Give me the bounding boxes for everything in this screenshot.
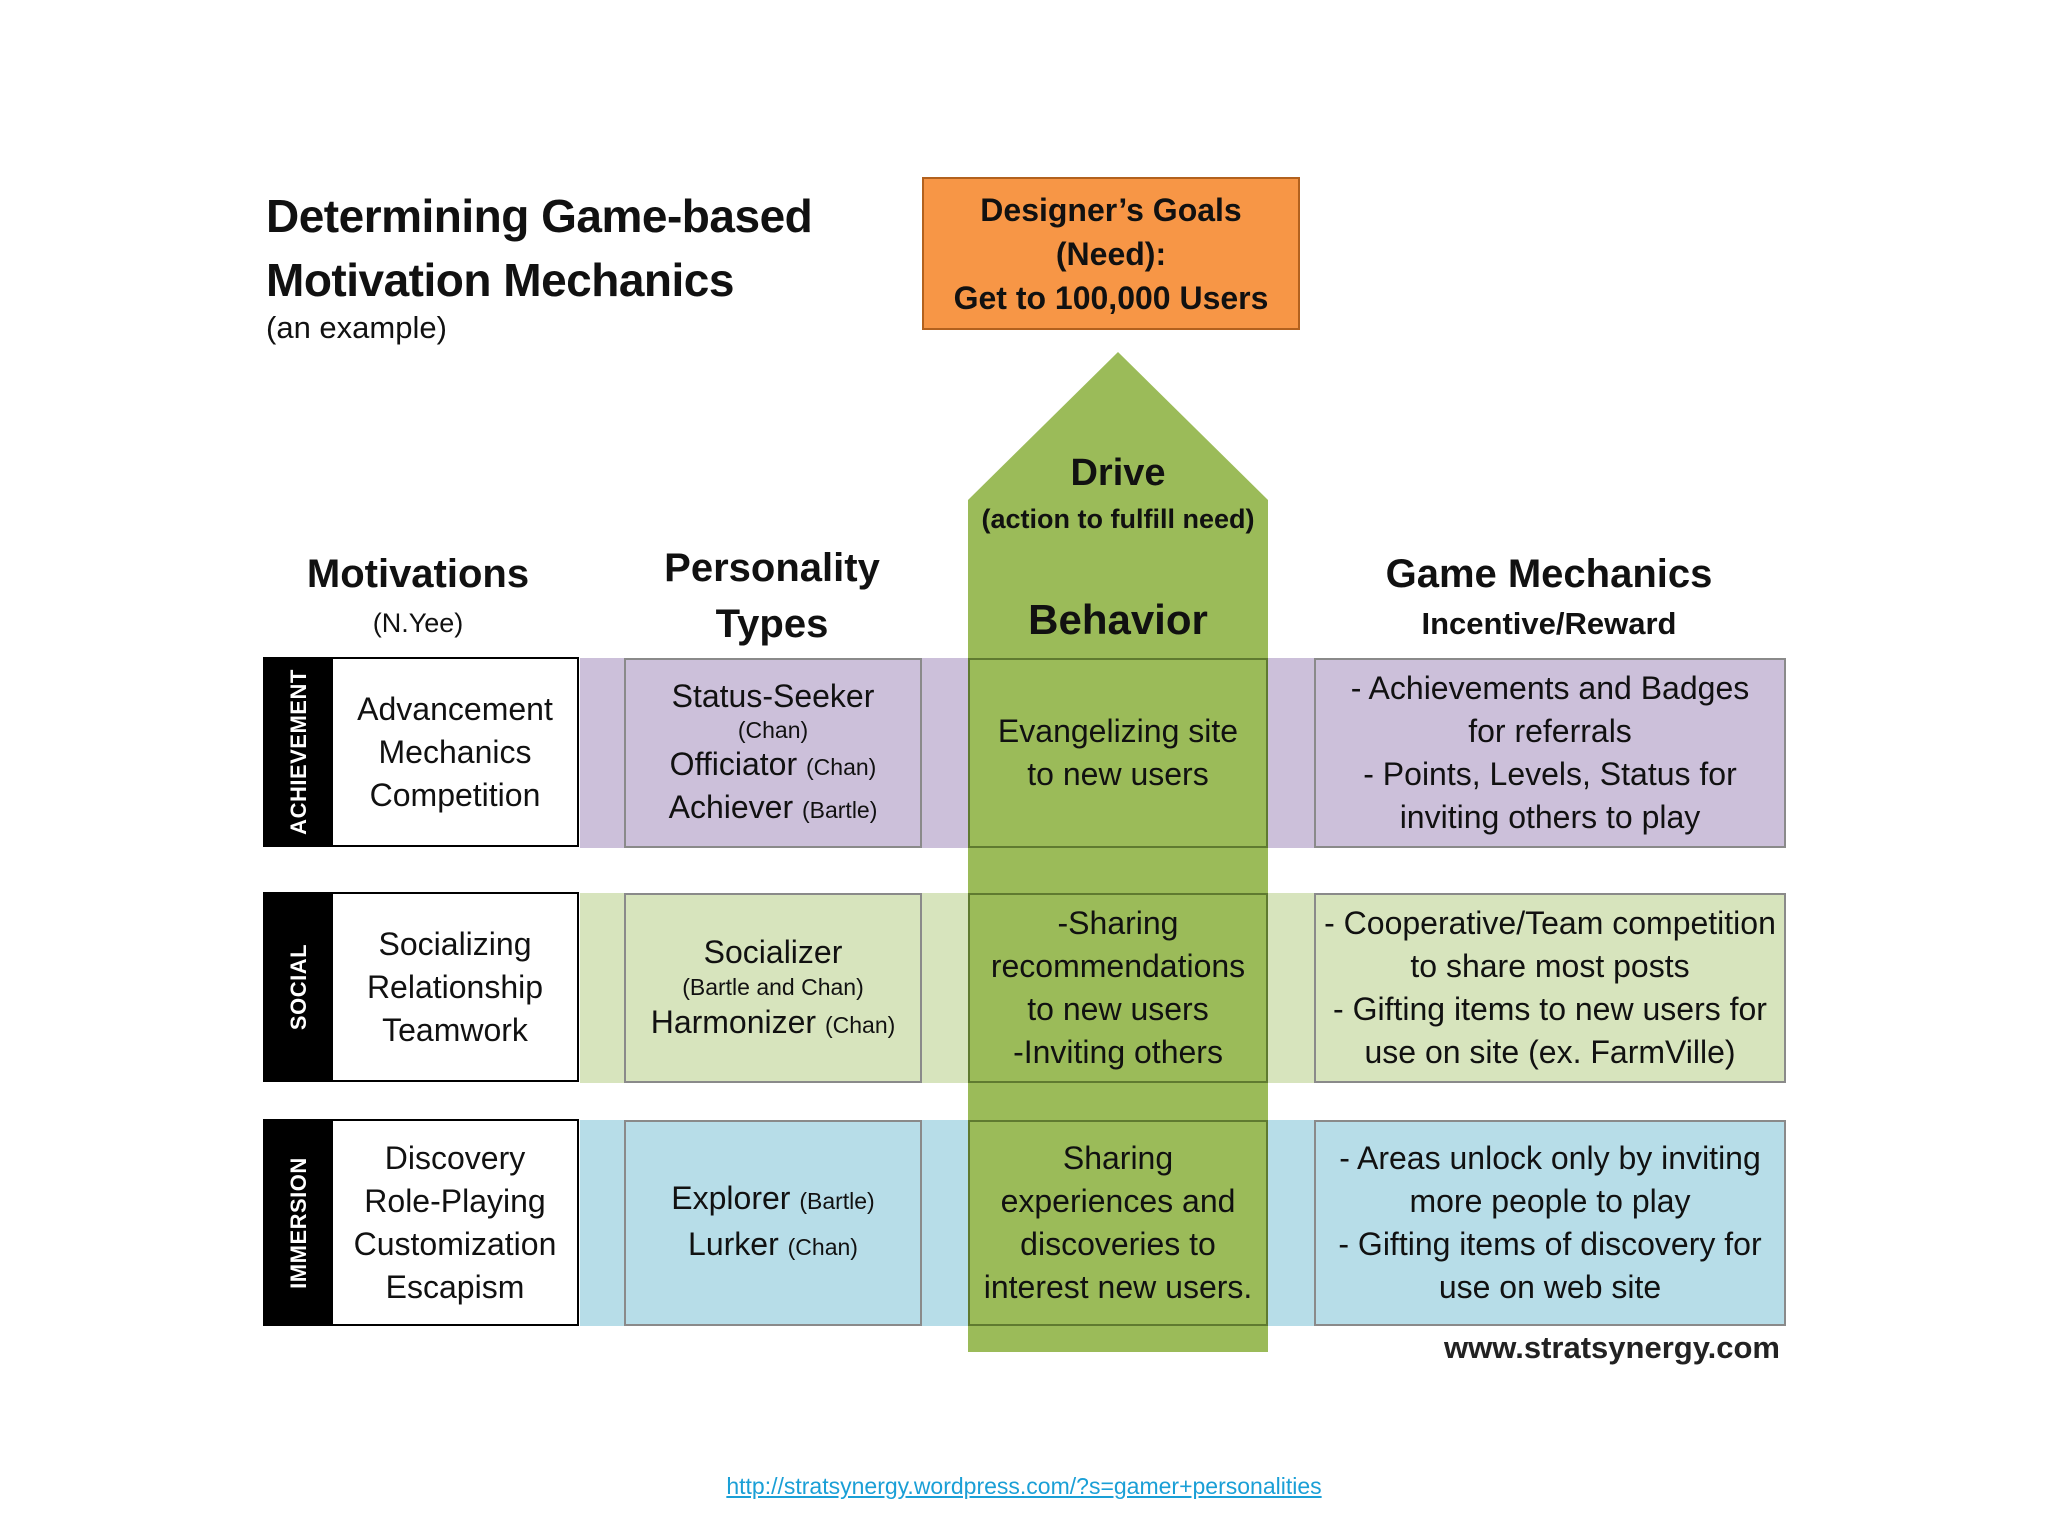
drive-arrow [968, 352, 1268, 1352]
goal-line-1: Designer’s Goals [980, 191, 1242, 228]
motivation-item: Competition [369, 776, 541, 813]
behavior-line: to new users [1027, 756, 1209, 792]
motivation-item: Role-Playing [364, 1182, 546, 1219]
category-label: IMMERSION [286, 1156, 311, 1289]
behavior-line: Evangelizing site [997, 713, 1239, 749]
personality-source: (Chan) [806, 754, 877, 780]
header-game-mechanics: Game Mechanics [1385, 552, 1713, 596]
motivation-item: Relationship [366, 968, 544, 1005]
mechanic-line: use on site (ex. FarmVille) [1364, 1034, 1736, 1070]
personality-type: Status-Seeker [671, 678, 875, 714]
personality-type: Explorer [671, 1180, 791, 1216]
personality-type: Lurker [688, 1226, 779, 1262]
mechanic-line: use on web site [1438, 1269, 1662, 1305]
mechanic-line: - Points, Levels, Status for [1363, 756, 1737, 792]
category-social: SOCIAL [263, 892, 335, 1082]
behavior-cell: -Sharing recommendations to new users -I… [968, 893, 1268, 1083]
diagram-title: Determining Game-based Motivation Mechan… [266, 184, 813, 312]
category-achievement: ACHIEVEMENT [263, 657, 335, 847]
motivation-item: Discovery [384, 1139, 526, 1176]
personality-source: (Chan) [787, 1234, 858, 1260]
header-motivations: Motivations [306, 552, 530, 596]
behavior-line: -Sharing [1057, 905, 1179, 941]
personality-type-line: Explorer (Bartle) [671, 1177, 874, 1223]
header-motivations-sub: (N.Yee) [372, 608, 464, 638]
personality-source: (Chan) [737, 717, 809, 743]
title-line-1: Determining Game-based [266, 190, 813, 242]
diagram-subtitle: (an example) [266, 310, 447, 345]
mechanic-line: - Cooperative/Team competition [1324, 905, 1776, 941]
designer-goal-box: Designer’s Goals (Need): Get to 100,000 … [922, 177, 1300, 330]
motivation-item: Teamwork [382, 1011, 528, 1048]
mechanic-line: for referrals [1468, 713, 1632, 749]
motivations-cell: Discovery Role-Playing Customization Esc… [333, 1119, 579, 1326]
mechanic-line: - Areas unlock only by inviting [1339, 1140, 1761, 1176]
source-link[interactable]: http://stratsynergy.wordpress.com/?s=gam… [726, 1473, 1322, 1499]
category-label: ACHIEVEMENT [286, 669, 311, 835]
personality-type-line: Achiever (Bartle) [669, 787, 878, 830]
header-personality-line-1: Personality [664, 546, 880, 590]
behavior-line: recommendations [990, 948, 1246, 984]
behavior-line: interest new users. [983, 1269, 1253, 1305]
game-mechanics-cell: - Achievements and Badges for referrals … [1314, 658, 1786, 848]
header-personality-types: Personality Types [624, 540, 920, 652]
mechanic-line: more people to play [1409, 1183, 1691, 1219]
behavior-cell: Evangelizing site to new users [968, 658, 1268, 848]
category-immersion: IMMERSION [263, 1119, 335, 1326]
mechanic-line: - Gifting items to new users for [1333, 991, 1767, 1027]
game-mechanics-cell: - Cooperative/Team competition to share … [1314, 893, 1786, 1083]
behavior-line: -Inviting others [1013, 1034, 1223, 1070]
personality-source: (Bartle) [799, 1188, 875, 1214]
personality-type-line: Officiator (Chan) [670, 744, 877, 787]
goal-line-3: Get to 100,000 Users [953, 279, 1269, 316]
motivation-item: Advancement [357, 690, 553, 727]
mechanic-line: inviting others to play [1399, 799, 1701, 835]
personality-source: (Bartle and Chan) [682, 973, 864, 1000]
goal-line-2: (Need): [1055, 235, 1167, 272]
game-mechanics-cell: - Areas unlock only by inviting more peo… [1314, 1120, 1786, 1326]
personality-source: (Bartle) [801, 797, 878, 823]
mechanic-line: - Gifting items of discovery for [1338, 1226, 1762, 1262]
personality-types-cell: Explorer (Bartle) Lurker (Chan) [624, 1120, 922, 1326]
motivation-item: Escapism [385, 1268, 525, 1305]
personality-types-cell: Status-Seeker (Chan) Officiator (Chan) A… [624, 658, 922, 848]
personality-type: Socializer [703, 933, 843, 970]
drive-label: Drive [1070, 452, 1166, 494]
personality-type: Harmonizer [650, 1003, 817, 1040]
motivation-item: Customization [353, 1225, 557, 1262]
category-label: SOCIAL [286, 943, 311, 1031]
behavior-line: experiences and [1000, 1183, 1236, 1219]
header-personality-line-2: Types [715, 602, 829, 646]
motivations-cell: Socializing Relationship Teamwork [333, 892, 579, 1082]
footer-site: www.stratsynergy.com [1444, 1330, 1780, 1365]
motivations-cell: Advancement Mechanics Competition [333, 657, 579, 847]
personality-types-cell: Socializer (Bartle and Chan) Harmonizer … [624, 893, 922, 1083]
behavior-line: to new users [1027, 991, 1209, 1027]
behavior-line: Sharing [1062, 1140, 1174, 1176]
mechanic-line: - Achievements and Badges [1350, 670, 1750, 706]
motivation-item: Socializing [378, 925, 532, 962]
motivation-item: Mechanics [378, 733, 532, 770]
personality-type: Achiever [668, 789, 794, 825]
drive-sublabel: (action to fulfill need) [981, 504, 1255, 534]
personality-type-line: Harmonizer (Chan) [651, 1002, 896, 1045]
personality-source: (Chan) [824, 1011, 896, 1038]
behavior-line: discoveries to [1020, 1226, 1216, 1262]
personality-type: Officiator [669, 746, 798, 782]
header-behavior: Behavior [1028, 596, 1208, 643]
behavior-cell: Sharing experiences and discoveries to i… [968, 1120, 1268, 1326]
title-line-2: Motivation Mechanics [266, 254, 734, 306]
personality-type-line: Lurker (Chan) [688, 1223, 858, 1269]
header-game-mechanics-sub: Incentive/Reward [1421, 606, 1677, 641]
mechanic-line: to share most posts [1410, 948, 1690, 984]
